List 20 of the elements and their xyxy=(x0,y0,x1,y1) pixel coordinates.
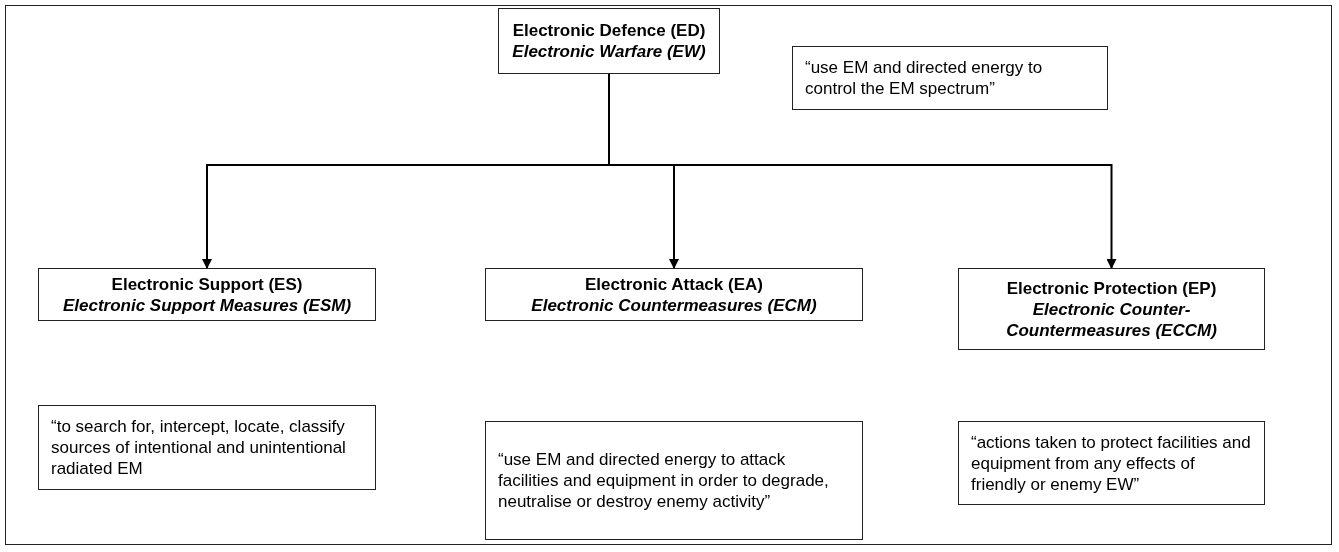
category-subtitle: Electronic Counter-Countermeasures (ECCM) xyxy=(1005,298,1218,341)
definition-text: “use EM and directed energy to attack facilities and equipment in order to degrade, neutralise or destroy enemy activity” xyxy=(498,449,830,512)
quote-box xyxy=(958,421,1265,505)
category-title: Electronic Attack (EA) xyxy=(584,273,764,295)
definition-text: “use EM and directed energy to control the EM spectrum” xyxy=(805,57,1044,99)
category-subtitle: Electronic Countermeasures (ECM) xyxy=(530,294,818,316)
category-subtitle: Electronic Warfare (EW) xyxy=(511,41,707,62)
category-title: Electronic Support (ES) xyxy=(110,273,304,295)
quote-box xyxy=(485,421,863,540)
category-subtitle: Electronic Support Measures (ESM) xyxy=(61,294,353,316)
category-title: Electronic Defence (ED) xyxy=(511,20,707,41)
category-box xyxy=(38,268,376,321)
category-title: Electronic Protection (EP) xyxy=(1005,277,1218,299)
quote-box xyxy=(38,405,376,490)
category-box xyxy=(498,8,720,74)
definition-text: “actions taken to protect facilities and equipment from any effects of friendly or enemy EW” xyxy=(971,431,1252,495)
definition-text: “to search for, intercept, locate, classify sources of intentional and unintentional radiated EM xyxy=(51,416,347,479)
quote-box xyxy=(792,46,1108,110)
category-box xyxy=(485,268,863,321)
category-box xyxy=(958,268,1265,350)
